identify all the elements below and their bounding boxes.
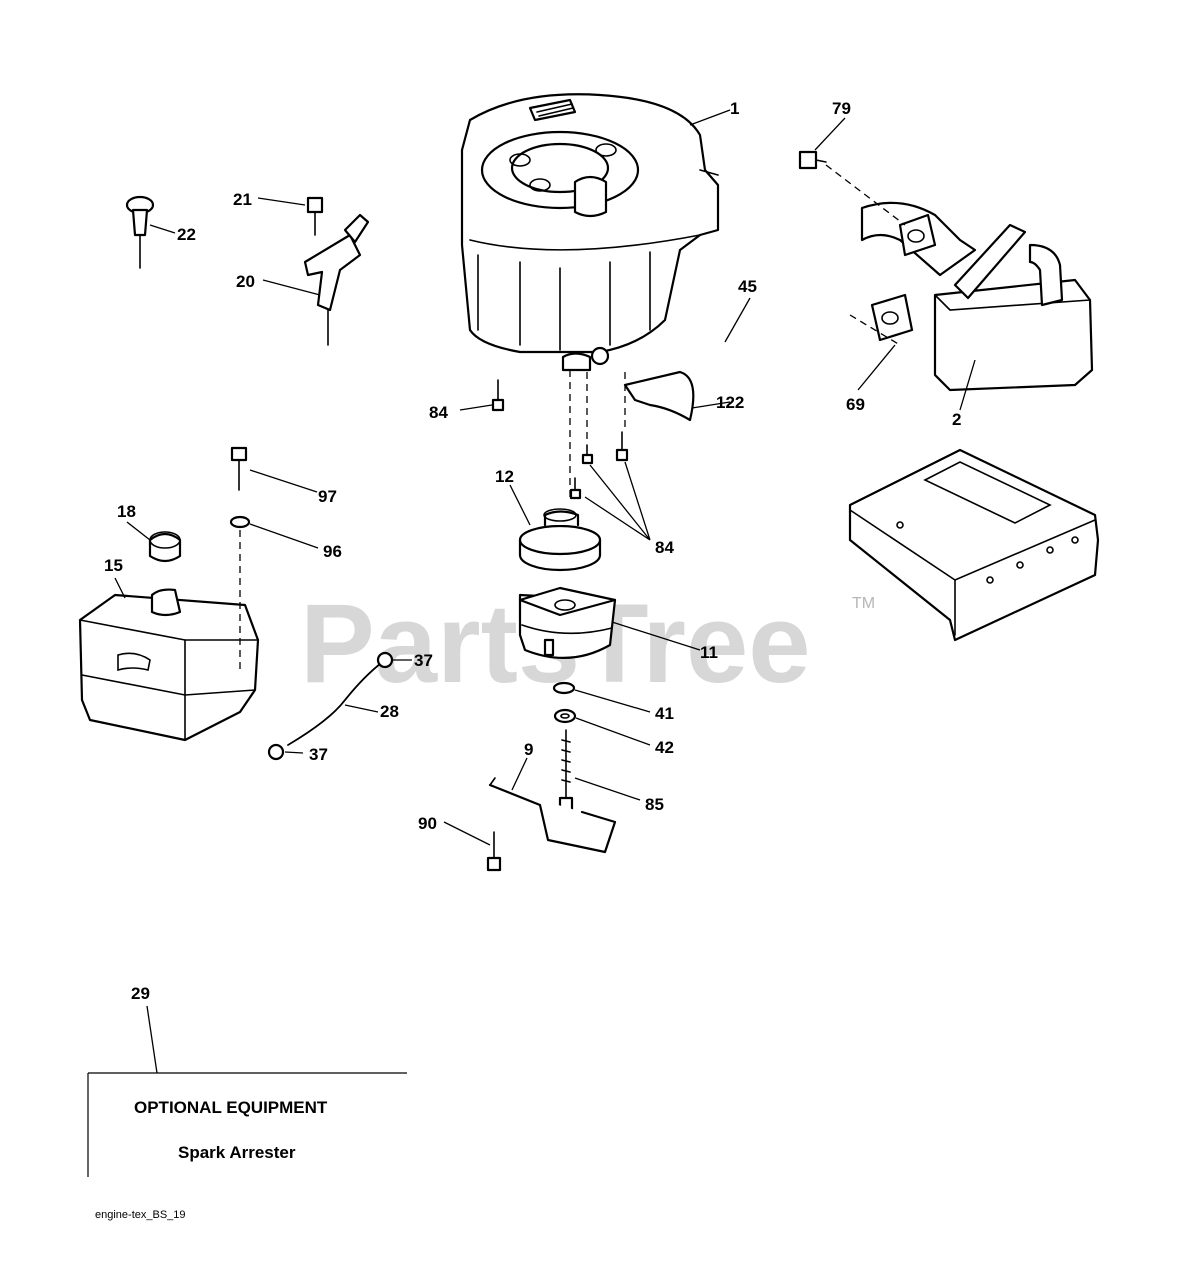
optional-equipment-box: OPTIONAL EQUIPMENT Spark Arrester	[87, 1072, 407, 1177]
fuel-tank	[78, 588, 260, 742]
callout-84-left: 84	[429, 403, 448, 422]
pulley-12	[518, 508, 602, 572]
callout-37-bottom: 37	[309, 745, 328, 764]
clamp-37b	[267, 743, 285, 761]
callout-41: 41	[655, 704, 674, 723]
muffler-part	[860, 201, 1094, 392]
engine-part	[460, 93, 720, 372]
screw-97	[230, 446, 248, 491]
callout-97: 97	[318, 487, 337, 506]
callout-29: 29	[131, 984, 150, 1003]
callout-84-group: 84	[655, 538, 674, 557]
washer-96	[229, 515, 251, 529]
clamp-37a	[376, 651, 394, 669]
callout-22: 22	[177, 225, 196, 244]
callout-12: 12	[495, 467, 514, 486]
mounting-plate	[848, 448, 1100, 642]
throttle-control	[303, 196, 370, 346]
callout-37-top: 37	[414, 651, 433, 670]
callout-85: 85	[645, 795, 664, 814]
fuel-line	[287, 659, 386, 746]
callout-9: 9	[524, 740, 533, 759]
callout-2: 2	[952, 410, 961, 429]
bolt-84-left	[491, 379, 505, 412]
callout-18: 18	[117, 502, 136, 521]
heat-shield-122	[623, 370, 695, 422]
callout-11: 11	[700, 643, 718, 662]
gasket-69	[870, 293, 914, 342]
callout-21: 21	[233, 190, 252, 209]
callout-96: 96	[323, 542, 342, 561]
callout-28: 28	[380, 702, 399, 721]
washer-41	[552, 681, 576, 695]
callout-1: 1	[730, 99, 739, 118]
bolts-84-group	[569, 431, 629, 500]
bolt-85	[558, 729, 574, 812]
lockwasher-42	[553, 708, 577, 724]
callout-69: 69	[846, 395, 865, 414]
callout-42: 42	[655, 738, 674, 757]
bolt-79	[798, 150, 827, 170]
diagram-code: engine-tex_BS_19	[95, 1209, 186, 1221]
bracket-9	[488, 777, 617, 854]
watermark-trademark: TM	[852, 595, 875, 612]
optional-equipment-title: OPTIONAL EQUIPMENT	[134, 1098, 328, 1117]
choke-knob	[125, 195, 155, 269]
electric-clutch-11	[518, 586, 617, 659]
callout-90: 90	[418, 814, 437, 833]
callout-45: 45	[738, 277, 757, 296]
callout-122: 122	[716, 393, 744, 412]
callout-15: 15	[104, 556, 123, 575]
callout-20: 20	[236, 272, 255, 291]
callout-79: 79	[832, 99, 851, 118]
bolt-90	[486, 831, 502, 872]
fuel-cap	[148, 531, 182, 563]
optional-equipment-item: Spark Arrester	[178, 1143, 296, 1162]
